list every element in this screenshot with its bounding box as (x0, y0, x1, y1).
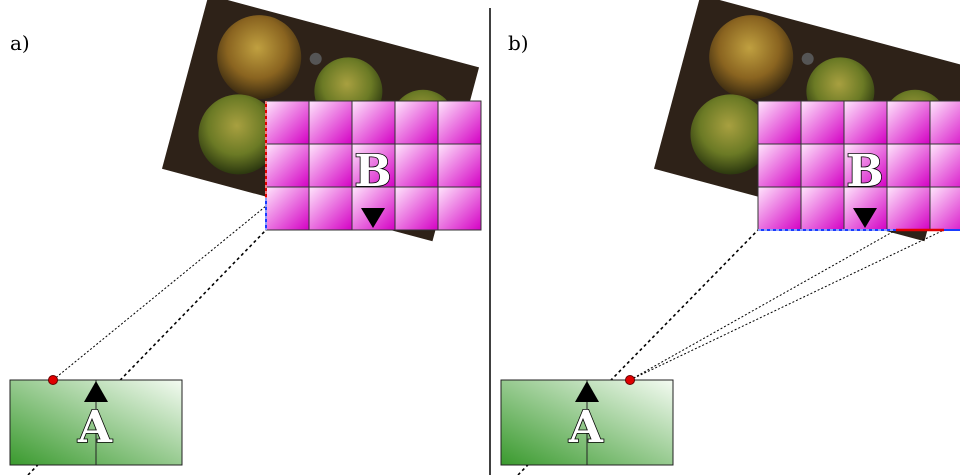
object-b-tile (886, 143, 931, 188)
object-b-tile (308, 143, 353, 188)
object-b-tile (394, 143, 439, 188)
panel-b-object-a-letter: A (568, 402, 604, 453)
object-b-tile (929, 186, 960, 231)
object-b-tile (843, 100, 888, 145)
object-b-tile (265, 143, 310, 188)
object-b-tile (308, 186, 353, 231)
panel-b: b) B A (500, 0, 960, 475)
panel-b-object-b-letter: B (846, 146, 883, 197)
panel-a-object-b (265, 100, 482, 231)
object-b-tile (394, 186, 439, 231)
object-b-tile (265, 186, 310, 231)
panel-a-object-b-letter: B (354, 146, 391, 197)
panel-b-label: b) (508, 31, 529, 55)
object-b-tile (757, 100, 802, 145)
object-b-tile (394, 100, 439, 145)
object-b-tile (351, 100, 396, 145)
panel-b-object-b (757, 100, 960, 231)
object-b-tile (265, 100, 310, 145)
up-triangle-icon (575, 381, 599, 402)
object-b-tile (437, 100, 482, 145)
panel-a-object-a-letter: A (77, 402, 113, 453)
object-b-tile (929, 100, 960, 145)
object-b-tile (308, 100, 353, 145)
object-b-tile (800, 143, 845, 188)
up-triangle-icon (84, 381, 108, 402)
object-b-tile (437, 143, 482, 188)
object-b-tile (800, 186, 845, 231)
panel-a: a) B A (9, 0, 482, 475)
object-b-tile (886, 186, 931, 231)
object-b-tile (929, 143, 960, 188)
object-b-tile (886, 100, 931, 145)
panel-b-sight-line-right (629, 229, 945, 381)
object-b-tile (800, 100, 845, 145)
object-b-tile (757, 143, 802, 188)
red-dot-icon (625, 375, 635, 385)
red-dot-icon (48, 375, 58, 385)
down-triangle-icon (853, 208, 877, 228)
panel-a-label: a) (10, 31, 30, 55)
panel-b-sight-line-left (629, 229, 897, 381)
object-b-tile (757, 186, 802, 231)
panel-a-sight-line-thin (52, 205, 267, 381)
object-b-tile (437, 186, 482, 231)
down-triangle-icon (361, 208, 385, 228)
